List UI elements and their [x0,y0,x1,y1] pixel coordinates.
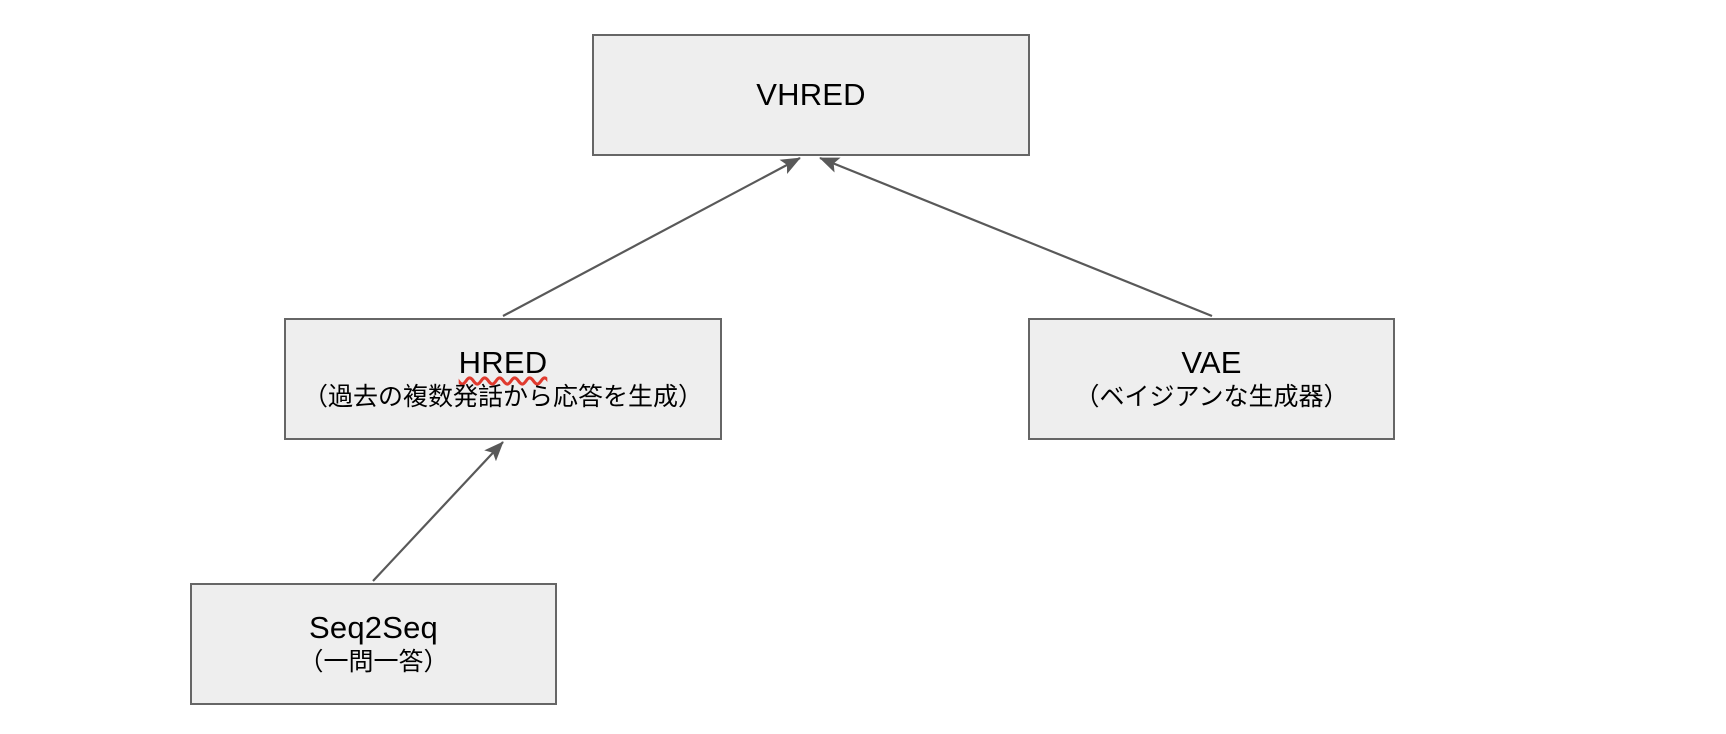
edge-hred-to-vhred [502,157,801,317]
node-seq2seq-title: Seq2Seq [309,610,438,646]
edge-seq2seq-to-hred [372,441,504,582]
node-hred-subtitle: （過去の複数発話から応答を生成） [302,383,703,412]
node-hred-title: HRED [458,345,548,381]
node-vae-title: VAE [1181,345,1242,381]
node-vae-subtitle: （ベイジアンな生成器） [1074,383,1349,412]
node-hred[interactable]: HRED （過去の複数発話から応答を生成） [284,318,722,440]
node-vhred[interactable]: VHRED [592,34,1030,156]
node-vhred-title: VHRED [756,76,866,112]
node-seq2seq[interactable]: Seq2Seq （一問一答） [190,583,557,705]
node-seq2seq-subtitle: （一問一答） [298,648,449,677]
edge-vae-to-vhred [819,156,1213,318]
node-vae[interactable]: VAE （ベイジアンな生成器） [1028,318,1395,440]
